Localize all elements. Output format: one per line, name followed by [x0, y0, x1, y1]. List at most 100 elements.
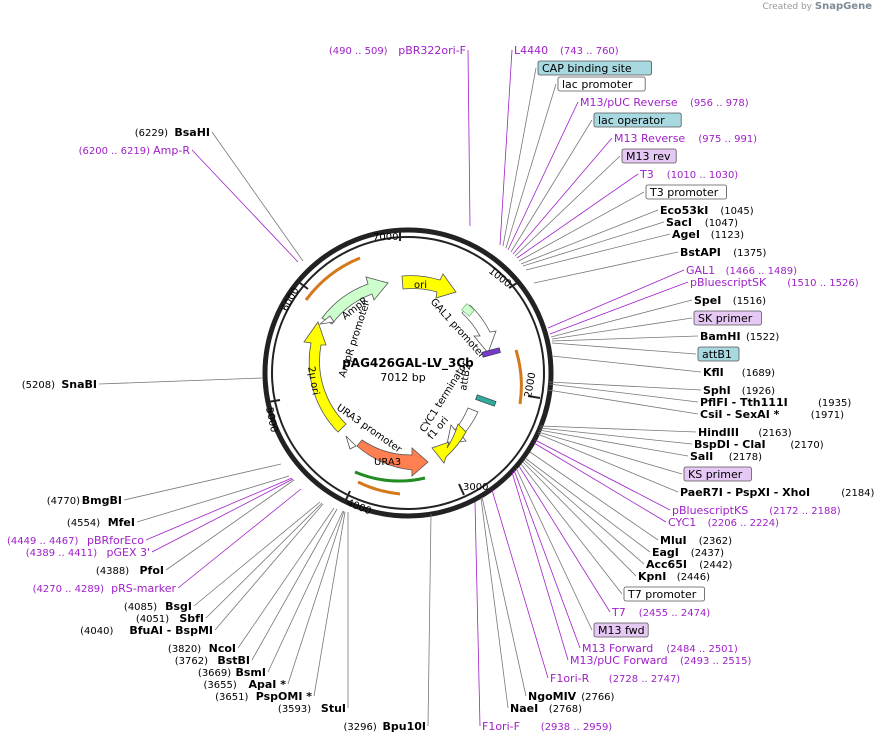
attb2-mark — [475, 394, 497, 407]
label-agei: AgeI — [672, 228, 700, 241]
label-snabi-leader — [98, 377, 263, 385]
label-stui-pos: (3593) — [278, 704, 311, 715]
label-m13-rev-leader — [514, 155, 621, 257]
feature-labels: L4440 (743 .. 760) CAP binding site lac pro… — [7, 44, 875, 733]
ura3-label: URA3 — [374, 457, 401, 468]
label-ncoi-leader — [237, 507, 335, 649]
label-ngomiv-leader — [481, 496, 527, 697]
label-sphi-leader — [548, 381, 702, 391]
label-hindiii: HindIII — [698, 426, 739, 439]
label-cyc1-leader — [533, 442, 667, 523]
label-l4440-range: (743 .. 760) — [560, 46, 619, 57]
label-pbluescriptks-leader — [534, 439, 671, 511]
label-ngomiv-pos: (2766) — [581, 692, 614, 703]
label-eagi-pos: (2437) — [691, 548, 724, 559]
label-ks-primer: KS primer — [688, 468, 743, 481]
leader-lines — [98, 49, 702, 727]
label-amp-r-leader — [191, 149, 299, 263]
label-t7: T7 — [611, 606, 626, 619]
label-pgex-3-range: (4389 .. 4411) — [26, 548, 98, 559]
label-pbr322ori-f-range: (490 .. 509) — [329, 46, 388, 57]
ura3-promoter-arrow — [345, 435, 357, 450]
label-ks-primer-box — [683, 466, 752, 482]
label-bmgbi: BmgBI — [82, 494, 122, 507]
label-sbfi-pos: (4051) — [136, 614, 169, 625]
label-m13-puc-reverse: M13/pUC Reverse — [580, 96, 678, 109]
label-t7-leader — [518, 465, 611, 613]
label-bsmi-pos: (3669) — [198, 668, 231, 679]
label-pbrforeco-leader — [145, 477, 293, 541]
label-lac-promoter-leader — [505, 83, 557, 249]
label-ncoi-pos: (3820) — [168, 644, 201, 655]
label-bstapi-leader — [533, 251, 679, 284]
label-bpu10i: Bpu10I — [383, 720, 427, 733]
tick-label-7000: 7000 — [373, 232, 398, 243]
label-t3-leader — [516, 173, 639, 259]
label-m13-puc-reverse-leader — [507, 101, 579, 251]
label-spei: SpeI — [694, 294, 721, 307]
label-kpni: KpnI — [638, 570, 666, 583]
orange-arc-right — [514, 349, 523, 405]
tick-label-3000: 3000 — [463, 482, 488, 493]
label-m13-puc-reverse-range: (956 .. 978) — [690, 98, 749, 109]
label-cap-binding-site: CAP binding site — [542, 62, 632, 75]
label-bmgbi-pos: (4770) — [47, 496, 80, 507]
label-bpu10i-pos: (3296) — [344, 722, 377, 733]
label-sbfi-leader — [205, 502, 323, 619]
label-kfli-leader — [551, 355, 702, 373]
label-sali-leader — [538, 429, 689, 457]
label-bspdi-clai-pos: (2170) — [790, 440, 823, 451]
label-eco53ki-leader — [520, 209, 659, 265]
label-f1ori-f: F1ori-F — [482, 720, 520, 733]
label-t7-promoter-box — [623, 586, 705, 602]
label-m13-fwd-box — [593, 622, 649, 638]
label-csii-sexai-pos: (1971) — [811, 410, 844, 421]
label-sk-primer: SK primer — [698, 312, 753, 325]
label-hindiii-pos: (2163) — [758, 428, 791, 439]
label-pgex-3: pGEX 3' — [106, 546, 150, 559]
label-m13-rev: M13 rev — [626, 150, 671, 163]
label-t7-promoter-leader — [520, 463, 623, 595]
watermark-brand: SnapGene — [814, 1, 872, 12]
label-acc65i-leader — [523, 459, 645, 565]
label-pbluescriptsk: pBluescriptSK — [690, 276, 767, 289]
tick-4000 — [344, 490, 351, 503]
label-bfuai-bspmi: BfuAI - BspMI — [129, 624, 213, 637]
label-t3-promoter-leader — [518, 191, 645, 262]
cyc1-terminator-arrow — [446, 407, 479, 445]
label-sbfi: SbfI — [179, 612, 204, 625]
label-bsahi-pos: (6229) — [135, 128, 168, 139]
label-t7-promoter: T7 promoter — [627, 588, 697, 601]
label-pbr322ori-f: pBR322ori-F — [398, 44, 466, 57]
label-prs-marker-range: (4270 .. 4289) — [33, 584, 105, 595]
label-agei-pos: (1123) — [711, 230, 744, 241]
backbone-outer — [262, 227, 554, 519]
label-m13-reverse-range: (975 .. 991) — [698, 134, 757, 145]
plasmid-size: 7012 bp — [380, 371, 425, 384]
label-lac-promoter: lac promoter — [562, 78, 633, 91]
label-bmgbi-leader — [123, 463, 282, 501]
label-cyc1: CYC1 — [668, 516, 696, 529]
label-pbluescriptsk-leader — [549, 281, 689, 335]
label-pbrforeco-range: (4449 .. 4467) — [7, 536, 79, 547]
label-paer7i-pspxi-xhoi-pos: (2184) — [841, 488, 874, 499]
label-kpni-leader — [522, 461, 637, 577]
label-eco53ki-pos: (1045) — [720, 206, 753, 217]
label-saci-leader — [522, 221, 665, 267]
label-l4440: L4440 — [514, 44, 548, 57]
label-sphi: SphI — [703, 384, 731, 397]
label-apai-pos: (3655) — [204, 680, 237, 691]
label-csii-sexai-leader — [547, 389, 699, 415]
label-apai: ApaI * — [249, 678, 287, 691]
tick-1000 — [508, 282, 518, 289]
label-cap-binding-site-leader — [502, 67, 537, 247]
label-mfei-pos: (4554) — [67, 518, 100, 529]
label-pbrforeco: pBRforEco — [87, 534, 144, 547]
label-f1ori-r: F1ori-R — [550, 672, 590, 685]
label-bamhi: BamHI — [700, 330, 741, 343]
label-eco53ki: Eco53kI — [660, 204, 708, 217]
label-amp-r: Amp-R — [153, 144, 190, 157]
label-apai-leader — [287, 510, 345, 685]
label-lac-operator-box — [593, 112, 682, 128]
2micron-ori-label: 2μ ori — [305, 366, 321, 396]
